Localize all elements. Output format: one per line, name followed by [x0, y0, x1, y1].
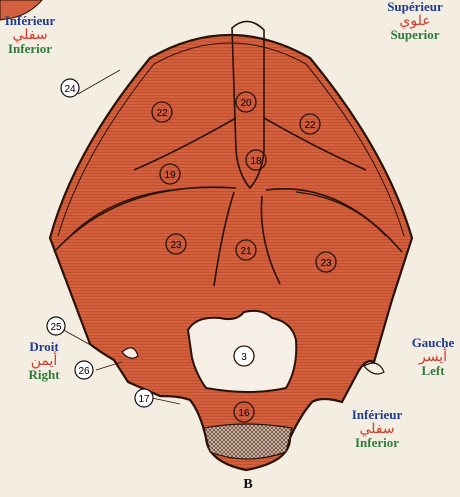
svg-text:26: 26 [78, 366, 90, 377]
label-top-right-ar: علوي [372, 14, 458, 29]
label-left-fr: Gauche [406, 336, 460, 350]
label-left-ar: أيسر [406, 350, 460, 365]
callout-23-right: 23 [316, 252, 336, 272]
label-top-left-fr: Inférieur [0, 14, 64, 28]
label-top-left-en: Inferior [0, 42, 64, 56]
label-right-side: Droit أيمن Right [14, 340, 74, 382]
svg-text:16: 16 [238, 408, 250, 419]
callout-22-right: 22 [300, 114, 320, 134]
callout-20: 20 [236, 92, 256, 112]
svg-text:21: 21 [240, 246, 252, 257]
svg-text:24: 24 [64, 84, 76, 95]
label-bottom-right: Inférieur سفلي Inferior [334, 408, 420, 450]
svg-text:19: 19 [164, 170, 176, 181]
svg-text:18: 18 [250, 156, 262, 167]
label-top-left-ar: سفلي [0, 28, 64, 43]
label-right-ar: أيمن [14, 354, 74, 369]
label-right-en: Right [14, 368, 74, 382]
svg-text:3: 3 [241, 352, 247, 363]
callout-21: 21 [236, 240, 256, 260]
callout-19: 19 [160, 164, 180, 184]
callout-23-left: 23 [166, 234, 186, 254]
svg-text:23: 23 [320, 258, 332, 269]
label-top-right-fr: Supérieur [372, 0, 458, 14]
callout-25: 25 [47, 317, 65, 335]
callout-18: 18 [246, 150, 266, 170]
callout-24: 24 [61, 79, 79, 97]
svg-text:25: 25 [50, 322, 62, 333]
label-top-right: Supérieur علوي Superior [372, 0, 458, 42]
label-bottom-right-ar: سفلي [334, 422, 420, 437]
callout-16: 16 [234, 402, 254, 422]
figure-letter: B [236, 478, 260, 493]
label-top-left: Inférieur سفلي Inferior [0, 14, 64, 56]
svg-text:22: 22 [304, 120, 316, 131]
svg-text:20: 20 [240, 98, 252, 109]
label-left-en: Left [406, 364, 460, 378]
svg-text:22: 22 [156, 108, 168, 119]
callout-22-left: 22 [152, 102, 172, 122]
label-bottom-right-fr: Inférieur [334, 408, 420, 422]
callout-17: 17 [135, 389, 153, 407]
callout-26: 26 [75, 361, 93, 379]
callout-3: 3 [234, 346, 254, 366]
label-left-side: Gauche أيسر Left [406, 336, 460, 378]
svg-text:23: 23 [170, 240, 182, 251]
label-bottom-right-en: Inferior [334, 436, 420, 450]
label-top-right-en: Superior [372, 28, 458, 42]
svg-text:17: 17 [138, 394, 150, 405]
label-right-fr: Droit [14, 340, 74, 354]
